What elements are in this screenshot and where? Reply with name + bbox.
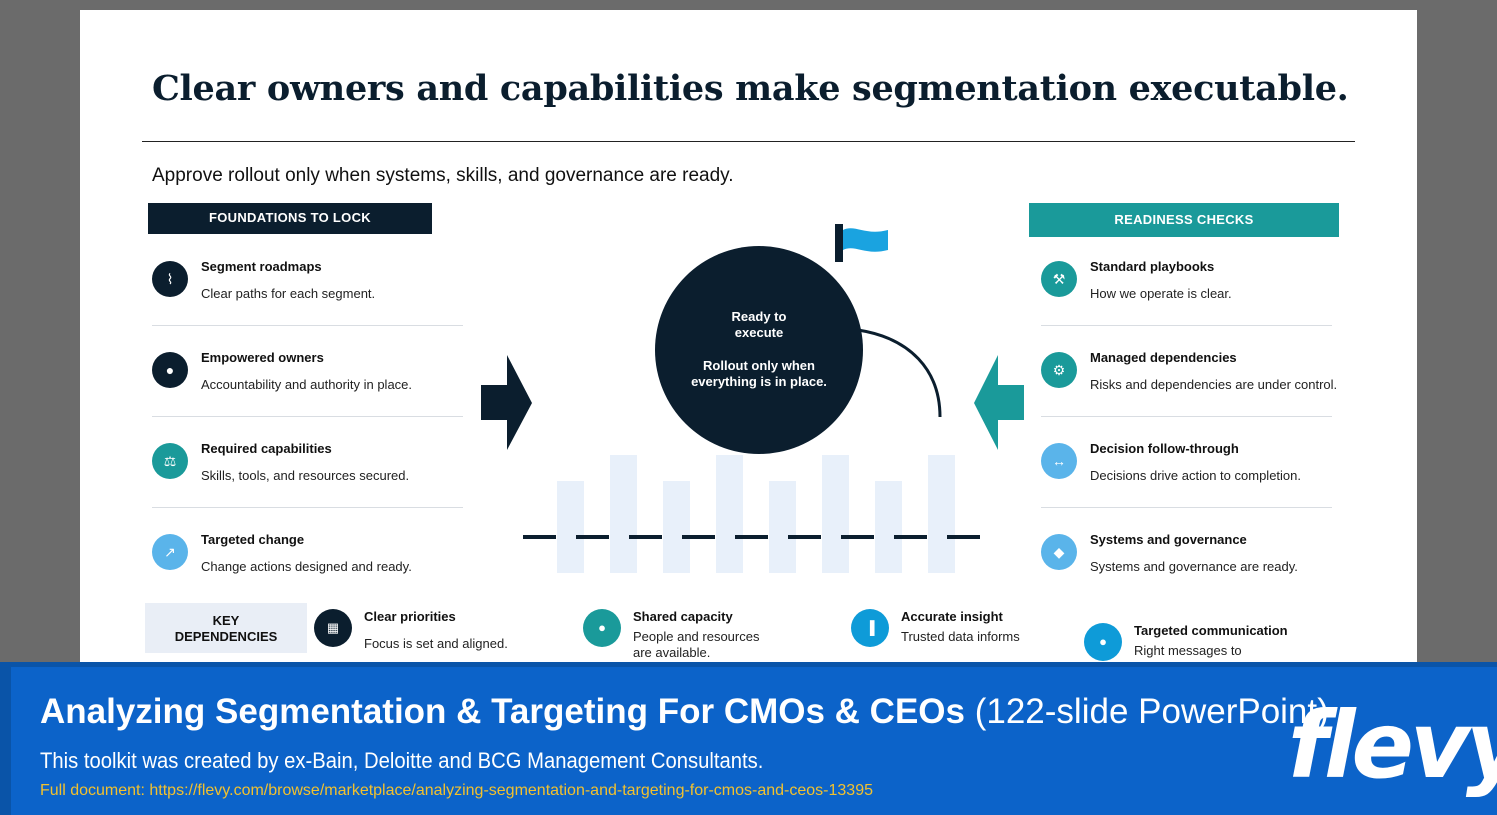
center-circle: Ready to execute Rollout only when every… [655, 246, 863, 454]
promo-banner [0, 662, 1497, 815]
gear-icon: ⚙ [1041, 352, 1077, 388]
foundations-item-desc: Accountability and authority in place. [201, 377, 413, 392]
right-arrow-shape [481, 355, 532, 450]
flag-icon [843, 228, 888, 252]
center-text: Rollout only when everything is in place… [691, 358, 827, 389]
target-icon: ● [1084, 623, 1122, 661]
flevy-logo[interactable]: flevy [1288, 692, 1497, 799]
center-graphic [481, 224, 1024, 573]
bar-column [875, 481, 902, 573]
bar-columns [557, 455, 955, 573]
banner-title-suffix: (122-slide PowerPoint) [965, 692, 1329, 731]
foundations-item-title: Segment roadmaps [201, 259, 322, 274]
title-divider [142, 141, 1355, 142]
diamond-icon: ◆ [1041, 534, 1077, 570]
item-divider [1041, 507, 1332, 508]
banner-title: Analyzing Segmentation & Targeting For C… [40, 692, 1329, 732]
bar-column [716, 455, 743, 573]
dependency-title: Clear priorities [364, 609, 456, 624]
readiness-item-title: Decision follow-through [1090, 441, 1239, 456]
foundations-item-desc: Skills, tools, and resources secured. [201, 468, 410, 483]
banner-title-main: Analyzing Segmentation & Targeting For C… [40, 692, 965, 731]
tools-icon: ⚒ [1041, 261, 1077, 297]
foundations-header: FOUNDATIONS TO LOCK [148, 203, 432, 234]
banner-url-link[interactable]: Full document: https://flevy.com/browse/… [40, 782, 873, 799]
readiness-item-title: Standard playbooks [1090, 259, 1215, 274]
readiness-item-desc: How we operate is clear. [1090, 286, 1232, 301]
dependency-desc: Focus is set and aligned. [364, 636, 508, 651]
flag-pole [835, 224, 843, 262]
readiness-item-desc: Risks and dependencies are under control… [1090, 377, 1338, 392]
banner-subtitle: This toolkit was created by ex-Bain, Del… [40, 748, 764, 773]
dependency-desc: Right messages to [1134, 643, 1242, 658]
slide: Clear owners and capabilities make segme… [80, 10, 1417, 670]
item-divider [152, 507, 463, 508]
item-divider [152, 325, 463, 326]
dependency-title: Shared capacity [633, 609, 733, 624]
curve-line [857, 328, 942, 418]
bar-column [822, 455, 849, 573]
people-icon: ⚖ [152, 443, 188, 479]
dependency-title: Targeted communication [1134, 623, 1288, 638]
bar-column [928, 455, 955, 573]
slide-subtitle: Approve rollout only when systems, skill… [152, 165, 734, 186]
person-icon: ● [152, 352, 188, 388]
slide-title: Clear owners and capabilities make segme… [152, 68, 1349, 109]
foundations-item-desc: Clear paths for each segment. [201, 286, 376, 301]
readiness-item-title: Managed dependencies [1090, 350, 1237, 365]
left-arrow-shape [974, 355, 1024, 450]
readiness-item-desc: Systems and governance are ready. [1090, 559, 1298, 574]
item-divider [1041, 325, 1332, 326]
route-icon: ⌇ [152, 261, 188, 297]
key-dependencies-label: KEY DEPENDENCIES [145, 603, 307, 653]
list-icon: ▦ [314, 609, 352, 647]
bar-column [557, 481, 584, 573]
center-heading: Ready to execute [731, 309, 787, 340]
foundations-item-desc: Change actions designed and ready. [201, 559, 412, 574]
readiness-item-desc: Decisions drive action to completion. [1090, 468, 1301, 483]
readiness-header: READINESS CHECKS [1029, 203, 1339, 237]
people-icon: ● [583, 609, 621, 647]
readiness-item-title: Systems and governance [1090, 532, 1247, 547]
item-divider [1041, 416, 1332, 417]
dependency-desc: People and resources are available. [633, 629, 760, 660]
foundations-item-title: Required capabilities [201, 441, 332, 456]
dependency-desc: Trusted data informs [901, 629, 1020, 644]
arrow-up-right-icon: ↗ [152, 534, 188, 570]
dependency-title: Accurate insight [901, 609, 1003, 624]
foundations-item-title: Targeted change [201, 532, 305, 547]
item-divider [152, 416, 463, 417]
bar-column [769, 481, 796, 573]
bar-column [610, 455, 637, 573]
bar-column [663, 481, 690, 573]
arrows-horizontal-icon: ↔ [1041, 443, 1077, 479]
chart-icon: ▐ [851, 609, 889, 647]
foundations-item-title: Empowered owners [201, 350, 324, 365]
